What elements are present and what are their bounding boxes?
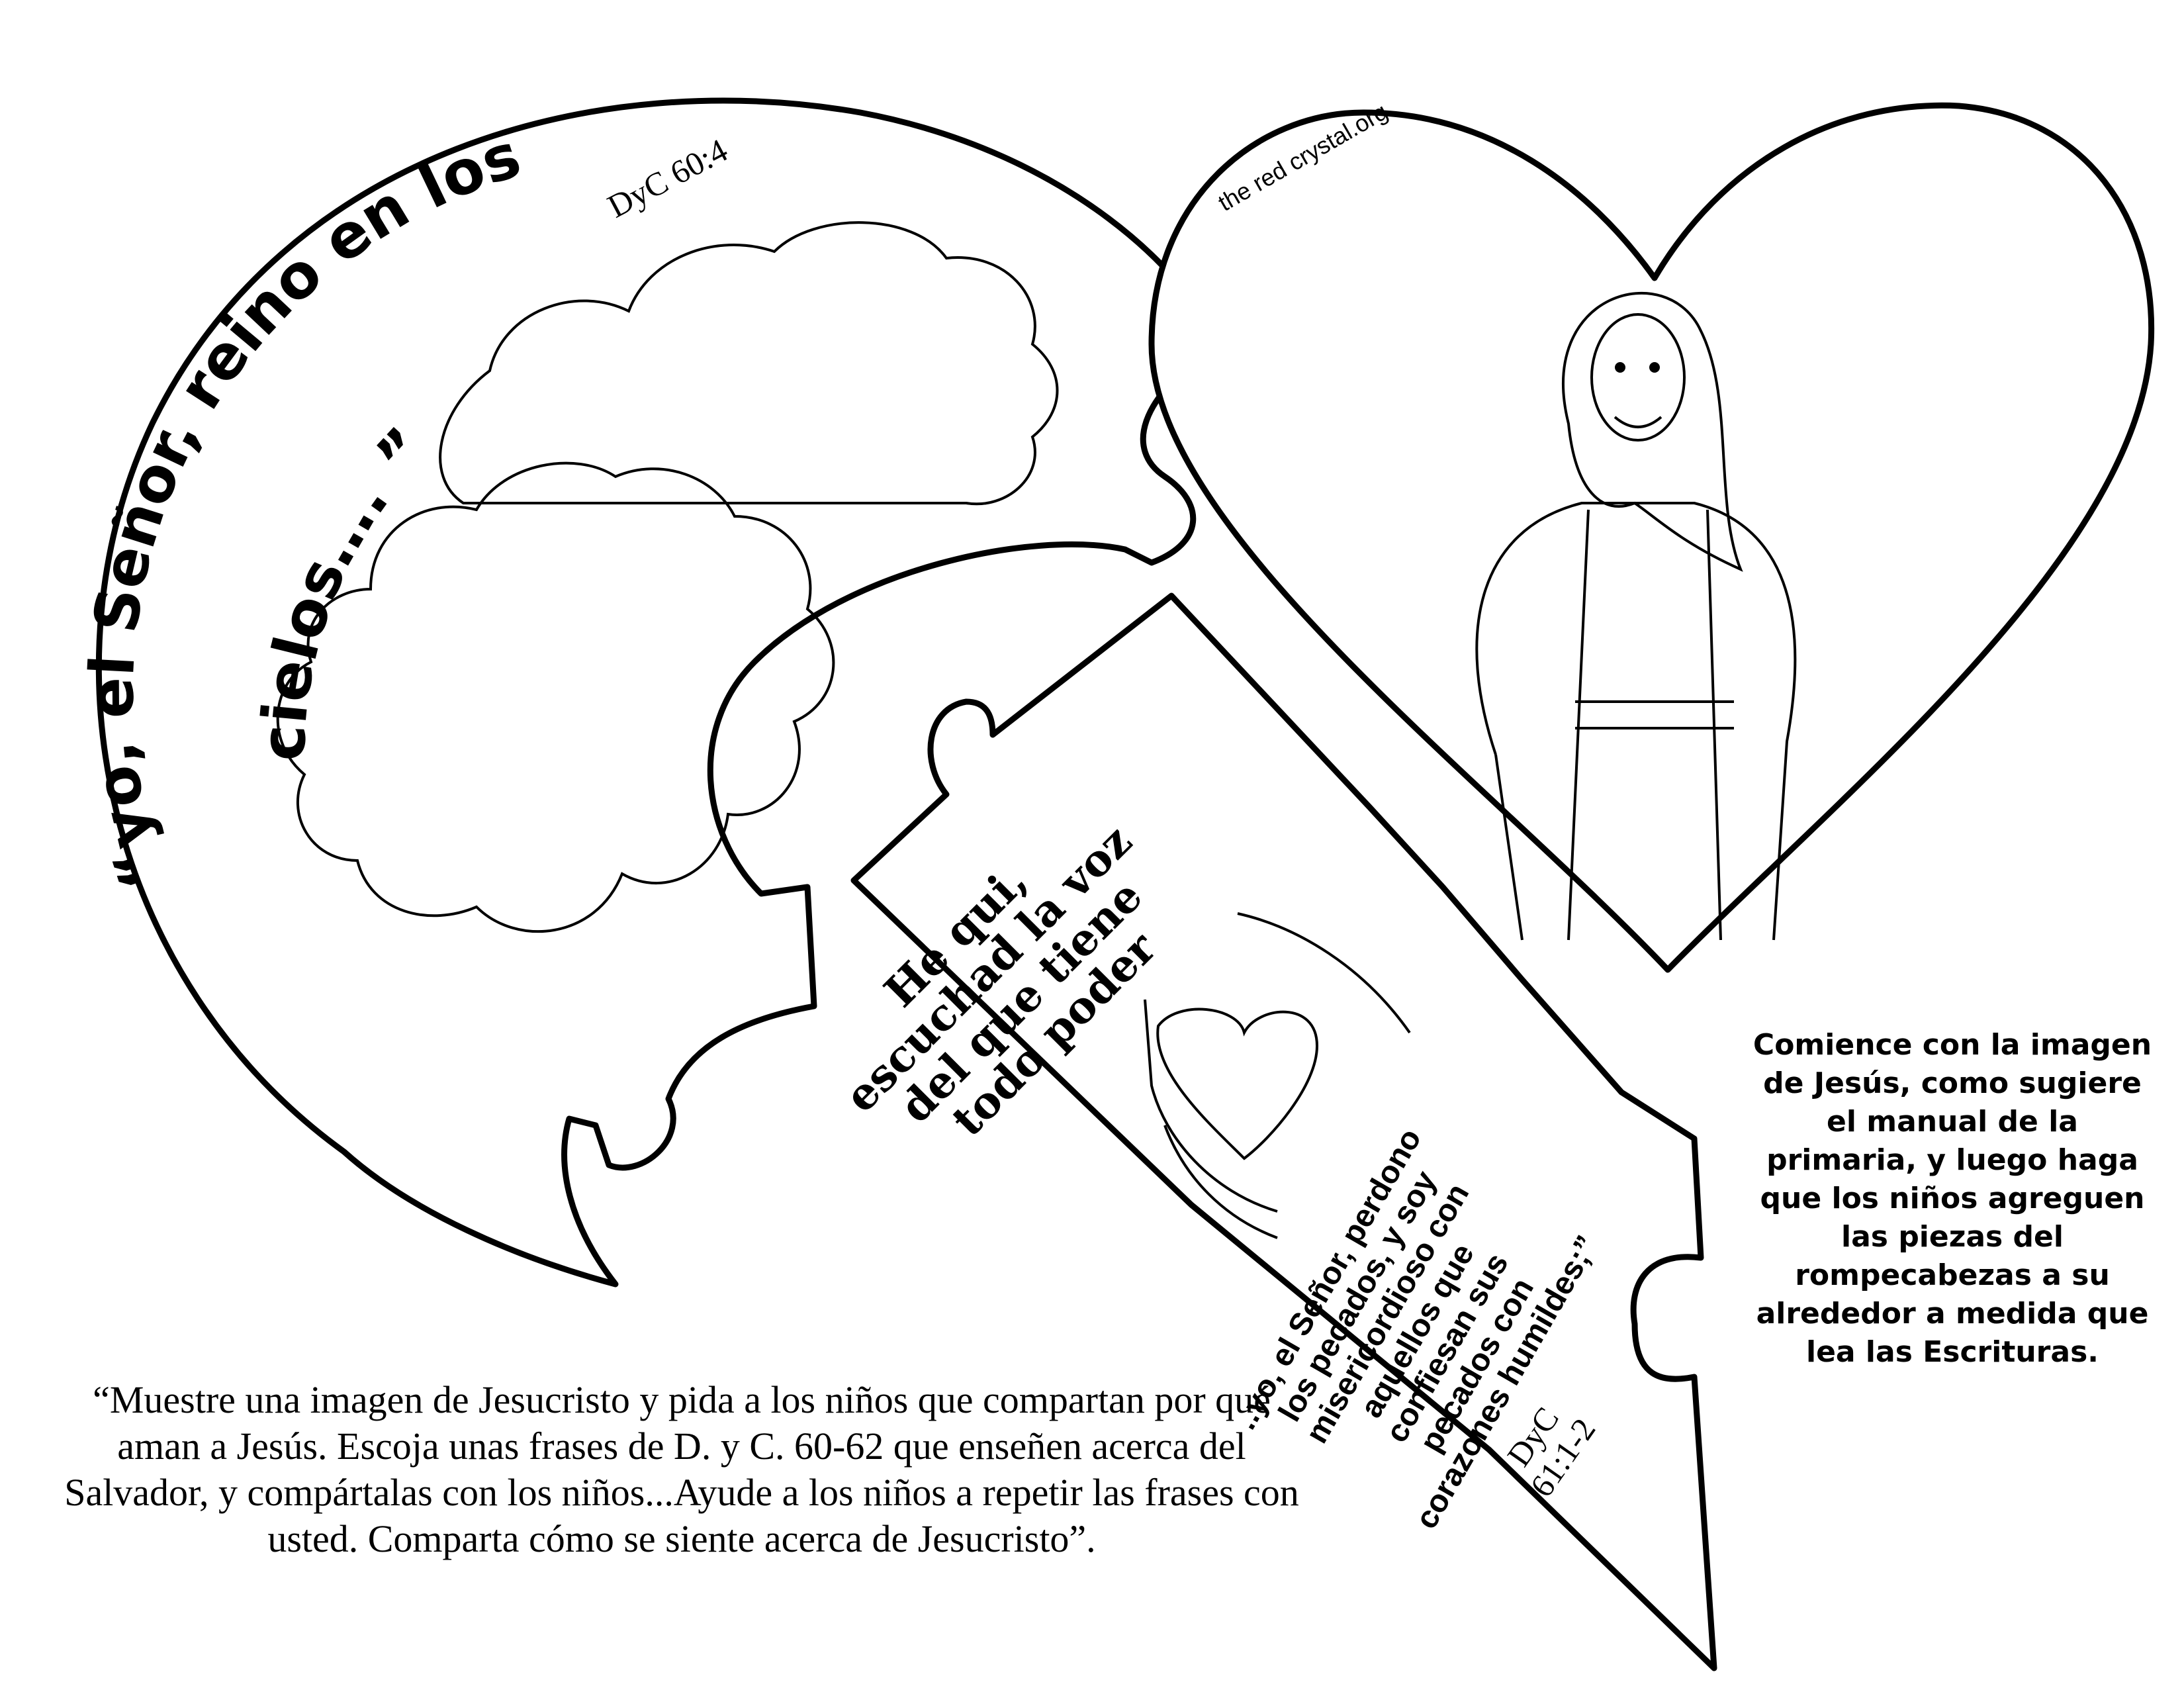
activity-instructions-text: Comience con la imagen de Jesús, como su… [1752, 1028, 2152, 1369]
hands-heart-illustration [1144, 912, 1411, 1239]
heart-puzzle-piece [1148, 102, 2155, 973]
cloud-lower [276, 461, 835, 933]
left-puzzle-piece [95, 97, 1221, 1288]
instruction-quote-text: “Muestre una imagen de Jesucristo y pida… [64, 1378, 1299, 1560]
activity-instructions: Comience con la imagen de Jesús, como su… [1747, 1026, 2158, 1372]
strip-puzzle-piece [850, 592, 1717, 1671]
teacher-instruction-quote: “Muestre una imagen de Jesucristo y pida… [53, 1377, 1310, 1562]
cloud-upper [439, 221, 1059, 506]
jesus-illustration [1475, 291, 1797, 941]
